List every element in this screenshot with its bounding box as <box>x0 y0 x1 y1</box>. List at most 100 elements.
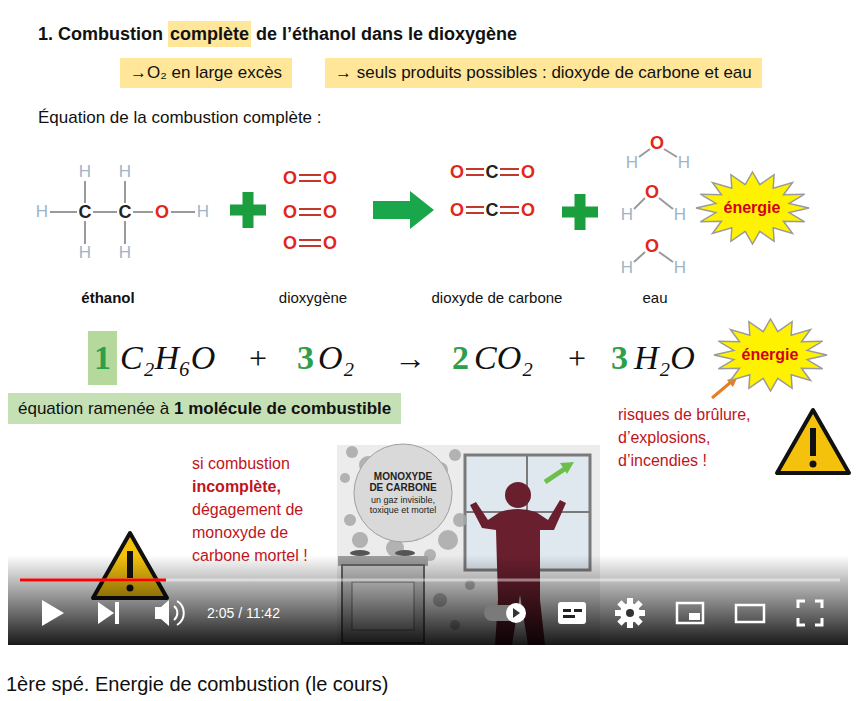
single-bond <box>664 149 677 157</box>
node-text: un gaz invisible, toxique et mortel <box>367 495 439 515</box>
double-bond <box>500 174 519 176</box>
atom-symbol: C <box>79 202 92 223</box>
molecule-name: éthanol <box>81 289 134 306</box>
node-text: → seuls produits possibles : dioxyde de … <box>335 58 752 88</box>
single-bond <box>124 221 126 244</box>
atom-symbol: C <box>486 162 499 183</box>
atom-symbol: O <box>323 202 337 223</box>
atom-symbol: O <box>323 168 337 189</box>
energy-burst: énergie <box>712 317 829 393</box>
player-controls <box>615 610 645 616</box>
double-bond <box>466 174 484 176</box>
illustration <box>344 514 356 526</box>
text-run: de l’éthanol dans le dioxygène <box>251 24 517 44</box>
double-bond <box>500 206 519 208</box>
text-run: complète <box>168 21 251 47</box>
player-controls <box>98 602 114 624</box>
node-text: énergie <box>724 199 781 217</box>
atom-symbol: H <box>626 153 638 173</box>
player-controls <box>736 605 764 622</box>
highlight-box: →O₂ en large excès <box>120 58 292 88</box>
player-controls <box>689 613 700 620</box>
node-text: →O₂ en large excès <box>130 58 282 88</box>
player-controls <box>627 598 633 628</box>
coefficient: 3 <box>611 341 628 375</box>
double-bond <box>466 212 484 214</box>
atom-symbol: H <box>36 202 48 222</box>
illustration <box>352 532 368 548</box>
atom-symbol: O <box>645 236 659 257</box>
illustration <box>505 482 531 508</box>
atom-symbol: O <box>450 162 464 183</box>
bubble-shape <box>354 444 452 542</box>
progress-bar <box>20 579 166 582</box>
player-controls <box>558 602 586 624</box>
single-bond <box>124 181 126 203</box>
highlight-box: → seuls produits possibles : dioxyde de … <box>325 58 762 88</box>
single-bond <box>84 181 86 203</box>
double-bond <box>299 180 321 182</box>
player-controls <box>677 603 703 623</box>
text-run: si combustion <box>192 455 290 472</box>
plus-sign <box>230 192 598 230</box>
double-bond <box>299 214 321 216</box>
atom-symbol: H <box>79 243 91 263</box>
atom-symbol: H <box>674 205 686 225</box>
atom-symbol: H <box>119 243 131 263</box>
progress-bar <box>20 580 840 581</box>
atom-symbol: C <box>486 200 499 221</box>
molecule-name: eau <box>642 289 667 306</box>
single-bond <box>634 252 645 262</box>
warning-note: risques de brûlure, d’explosions, d’ince… <box>618 403 770 472</box>
coefficient: 2 <box>452 341 469 375</box>
atom-symbol: H <box>119 162 131 182</box>
double-bond <box>500 212 519 214</box>
atom-symbol: H <box>79 162 91 182</box>
atom-symbol: C <box>119 202 132 223</box>
double-bond <box>299 239 321 241</box>
player-controls <box>620 603 640 623</box>
formula: CO₂ <box>474 341 533 375</box>
formula: O₂ <box>318 341 354 375</box>
video-title: 1ère spé. Energie de combustion (le cour… <box>6 673 388 696</box>
operator: + <box>568 342 586 374</box>
energy-burst: énergie <box>694 170 811 246</box>
atom-symbol: O <box>283 202 297 223</box>
illustration <box>449 449 461 461</box>
operator: + <box>249 342 267 374</box>
player-controls <box>42 600 64 626</box>
text-run: incomplète, <box>192 478 281 495</box>
atom-symbol: O <box>283 168 297 189</box>
gas-bubble: MONOXYDE DE CARBONEun gaz invisible, tox… <box>353 443 453 543</box>
double-bond <box>299 174 321 176</box>
player-controls <box>798 601 822 625</box>
warning-sign <box>810 461 817 468</box>
warning-note: si combustion incomplète, dégagement de … <box>192 452 327 567</box>
molecule-name: dioxyde de carbone <box>432 289 563 306</box>
bubble-shape <box>353 443 453 543</box>
operator: → <box>394 342 426 374</box>
single-bond <box>639 149 650 157</box>
single-bond <box>133 211 153 213</box>
player-controls <box>617 600 642 625</box>
player-controls <box>174 606 177 620</box>
node-text: équation ramenée à 1 molécule de combust… <box>18 393 391 424</box>
coefficient-box: 1 <box>88 331 117 385</box>
illustration <box>545 468 566 482</box>
player-controls <box>563 615 575 618</box>
slide-ground <box>8 0 848 645</box>
text-run: équation ramenée à <box>18 399 174 418</box>
illustration <box>560 462 574 474</box>
burst-shape <box>696 172 809 244</box>
reaction-arrow <box>373 191 434 229</box>
double-bond <box>500 168 519 170</box>
atom-symbol: O <box>283 233 297 254</box>
atom-symbol: H <box>621 205 633 225</box>
single-bond <box>659 198 673 209</box>
atom-symbol: O <box>650 133 664 154</box>
text-run: dégagement de monoxyde de carbone mortel… <box>192 501 308 564</box>
illustration <box>438 530 458 550</box>
player-controls <box>155 600 169 626</box>
atom-symbol: O <box>450 200 464 221</box>
